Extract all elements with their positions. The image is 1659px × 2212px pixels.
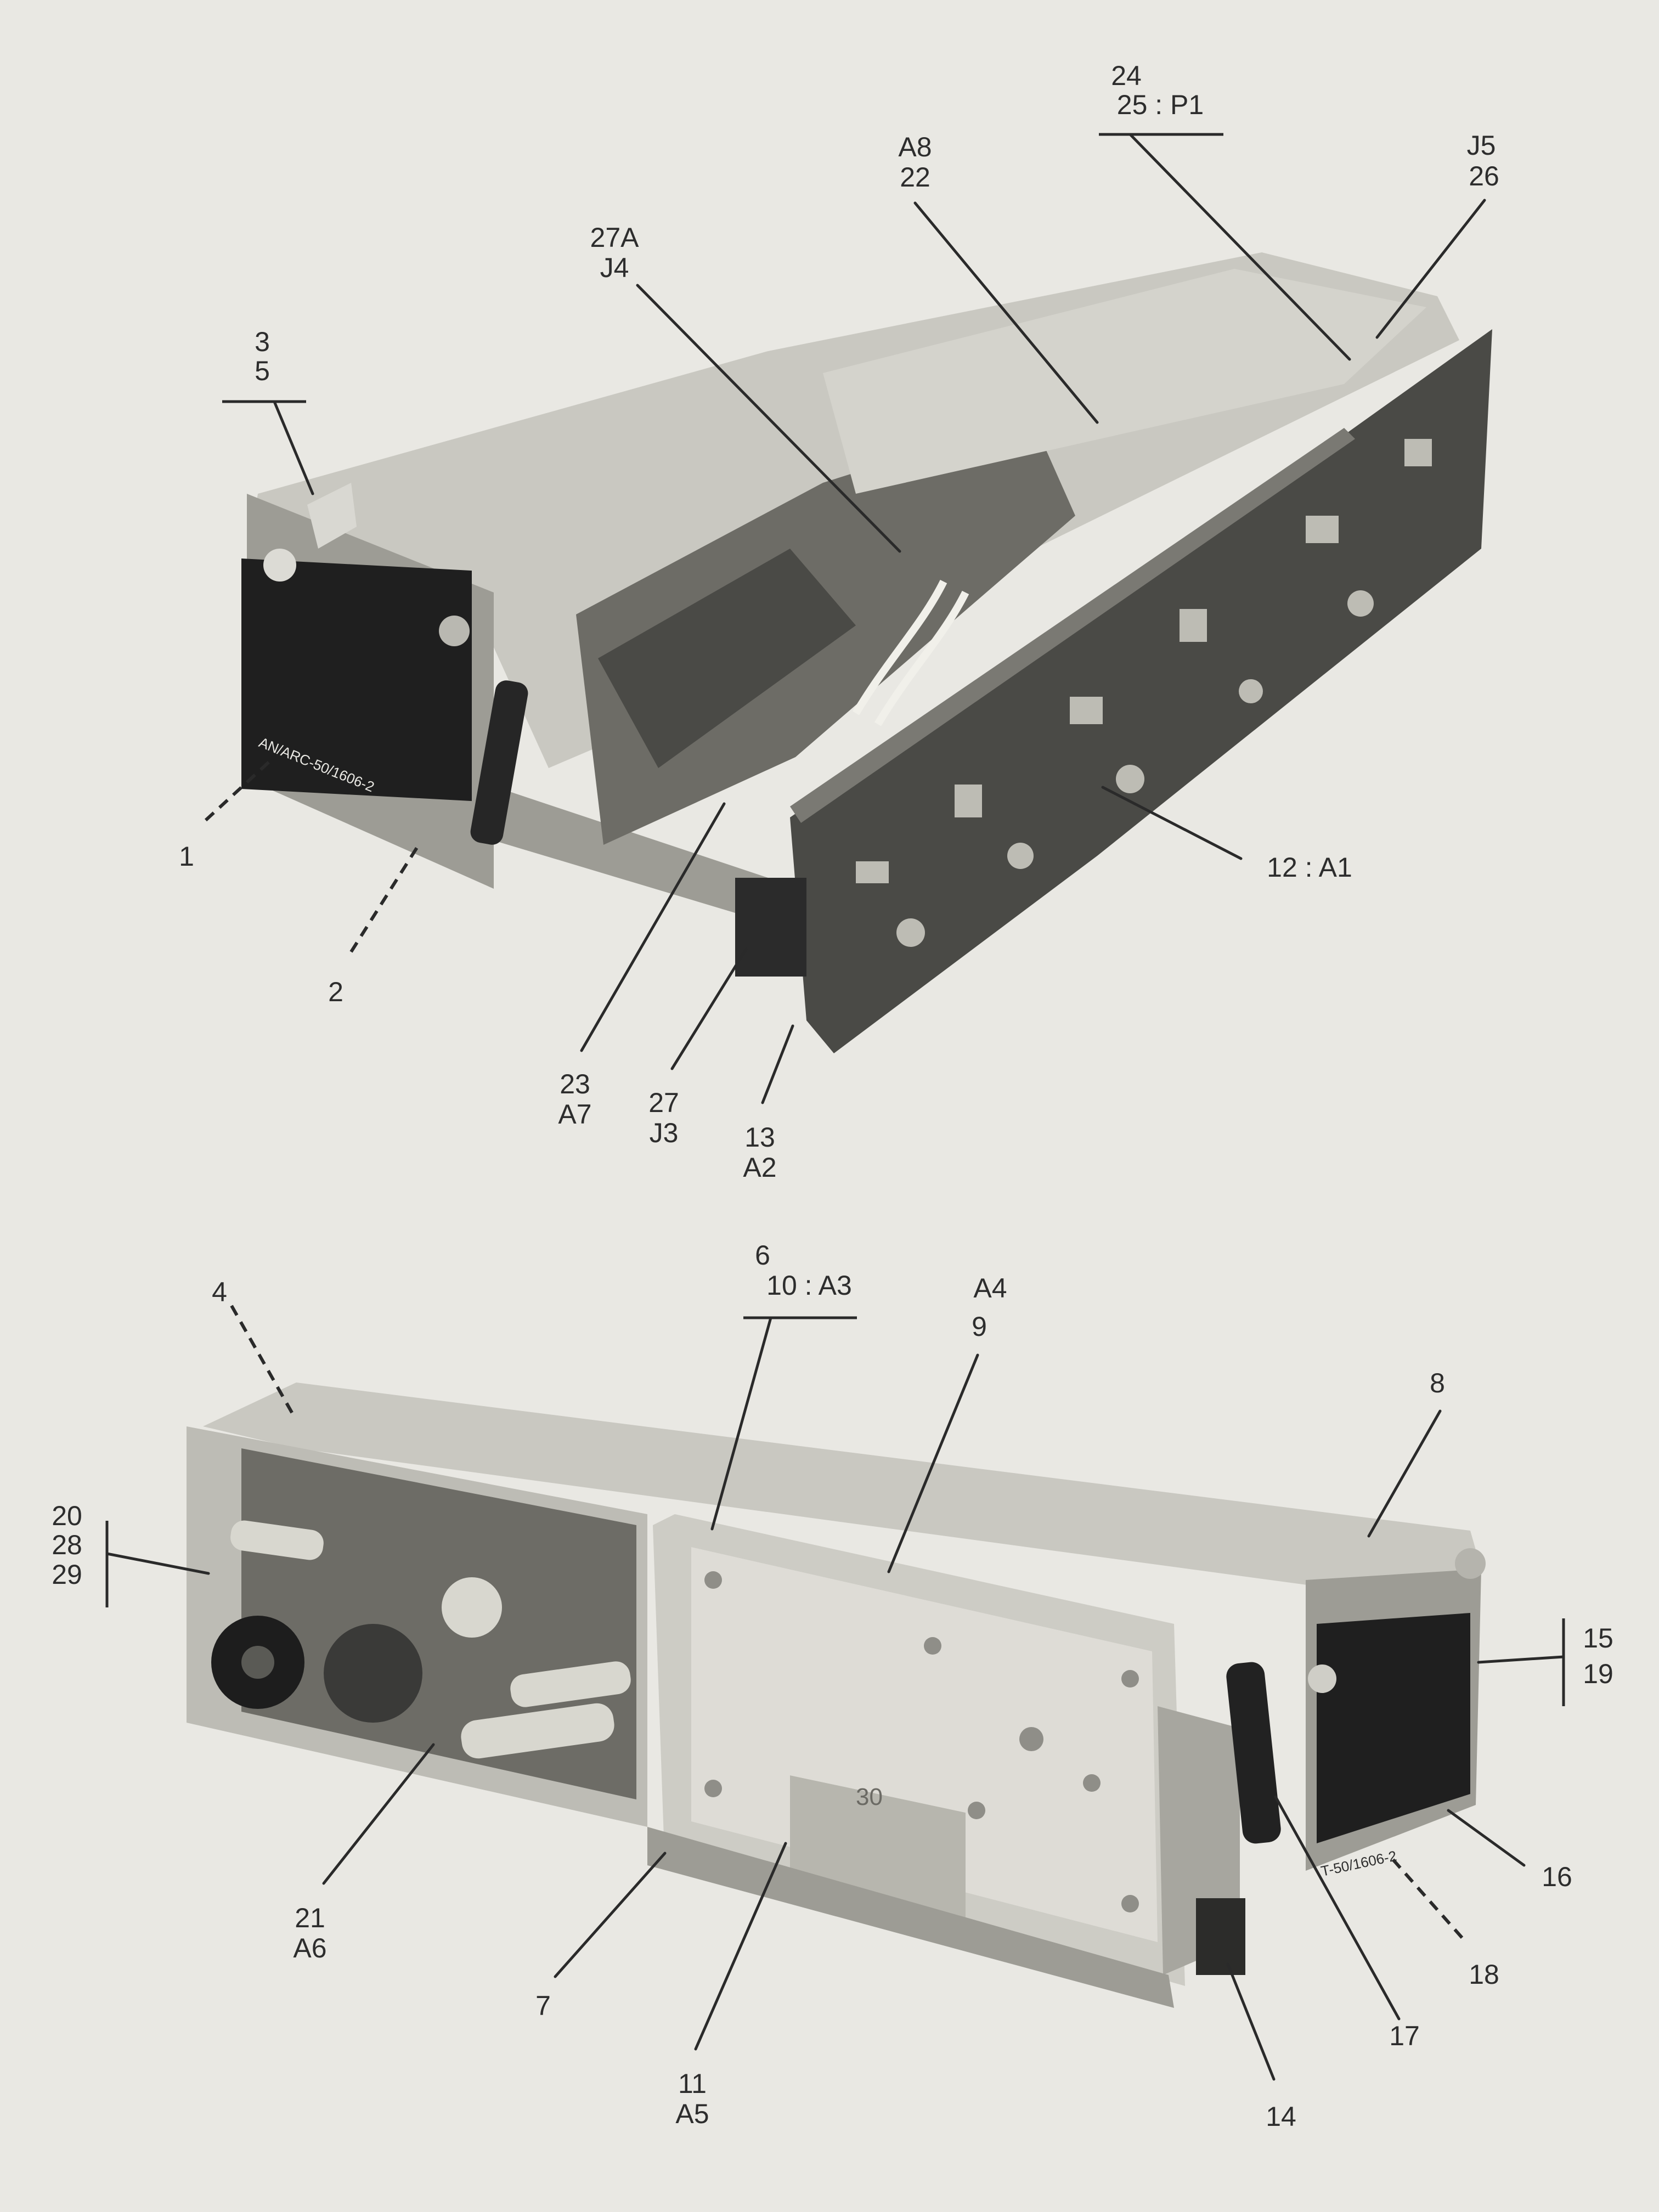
label-a4: A4 — [973, 1273, 1007, 1304]
label-15: 15 — [1583, 1623, 1613, 1654]
top-unit-cable-bundle — [852, 579, 969, 726]
label-25-p1: 25 : P1 — [1117, 89, 1204, 120]
leader-4-hidden — [230, 1305, 295, 1417]
label-j5: J5 — [1467, 130, 1496, 161]
top-unit-corner-bracket — [307, 483, 357, 549]
leader-14 — [1226, 1962, 1276, 2081]
top-unit-interior-board — [598, 549, 856, 768]
label-2: 2 — [328, 977, 343, 1007]
leader-15-19 — [1477, 1655, 1565, 1664]
leader-24-25 — [1128, 133, 1351, 361]
label-21: 21 — [295, 1903, 325, 1933]
leader-11-a5 — [694, 1842, 787, 2051]
leader-3-5 — [273, 400, 314, 495]
top-unit-handle — [470, 680, 528, 845]
top-unit-panel-screw — [439, 616, 470, 646]
top-unit-connector-j3 — [735, 878, 806, 977]
leader-18-hidden — [1389, 1856, 1464, 1939]
label-11: 11 — [678, 2068, 707, 2099]
label-6: 6 — [755, 1240, 770, 1271]
label-22: 22 — [900, 162, 930, 193]
label-8: 8 — [1430, 1368, 1445, 1398]
label-24: 24 — [1111, 60, 1142, 91]
leader-20-28-29 — [105, 1552, 210, 1575]
leader-23-a7 — [580, 802, 726, 1052]
label-a6: A6 — [293, 1933, 326, 1963]
label-3: 3 — [255, 326, 270, 357]
leader-13-a2 — [761, 1024, 794, 1104]
label-13: 13 — [744, 1122, 775, 1153]
leader-7 — [554, 1852, 667, 1978]
top-unit-board-a1-rail — [790, 428, 1355, 823]
label-27a: 27A — [590, 222, 640, 253]
label-4: 4 — [212, 1277, 227, 1307]
top-unit-bottom-rail — [472, 779, 801, 933]
leader-21-a6 — [322, 1743, 435, 1885]
bottom-unit-illustration: 30 T-50/1606-2 — [187, 1383, 1486, 2008]
leader-16 — [1447, 1809, 1526, 1867]
bottom-unit-chassis-top — [203, 1383, 1481, 1585]
label-26: 26 — [1469, 161, 1499, 191]
bottom-unit-panel-number: 30 — [856, 1784, 883, 1810]
bottom-unit-module-screws — [704, 1571, 1139, 1912]
label-a5: A5 — [675, 2098, 709, 2129]
bottom-unit-dial-right — [324, 1624, 422, 1723]
label-14: 14 — [1266, 2101, 1296, 2132]
leader-a4-9 — [887, 1353, 979, 1573]
top-unit-board-a1 — [790, 329, 1492, 1053]
leader-27a-j4 — [636, 284, 901, 553]
bottom-unit-panel-hole — [1308, 1664, 1336, 1693]
leader-lines — [105, 133, 1565, 2081]
label-j3: J3 — [650, 1118, 679, 1148]
leader-12-a1 — [1101, 786, 1243, 860]
top-unit-components — [856, 439, 1432, 947]
top-unit-front-panel — [241, 558, 472, 802]
bottom-unit-dial-left-center — [241, 1646, 274, 1679]
leader-1-hidden — [204, 755, 276, 822]
top-unit-illustration: AN/ARC-50/1606-2 — [241, 252, 1492, 1053]
bottom-unit-front-panel — [1317, 1613, 1470, 1843]
label-a7: A7 — [558, 1099, 591, 1130]
label-1: 1 — [179, 841, 194, 872]
label-29: 29 — [52, 1559, 82, 1590]
leader-2-hidden — [349, 847, 419, 953]
leader-17 — [1274, 1795, 1401, 2021]
bottom-unit-switch — [1196, 1898, 1245, 1975]
leader-j5-26 — [1375, 199, 1486, 339]
leader-27-j3 — [670, 947, 748, 1070]
label-10-a3: 10 : A3 — [766, 1270, 852, 1301]
label-20: 20 — [52, 1500, 82, 1531]
bottom-unit-capacitors — [230, 1520, 631, 1759]
label-j4: J4 — [600, 252, 629, 283]
label-17: 17 — [1389, 2021, 1420, 2051]
callout-labels: 3 5 1 2 27A J4 A8 22 24 25 : P1 J5 26 12… — [52, 60, 1613, 2132]
leader-6-10 — [710, 1316, 772, 1531]
bottom-unit-panel-screw — [1455, 1548, 1486, 1579]
label-5: 5 — [255, 356, 270, 386]
label-28: 28 — [52, 1530, 82, 1560]
top-unit-raised-cover — [823, 269, 1426, 494]
label-7: 7 — [535, 1990, 551, 2021]
label-12-a1: 12 : A1 — [1267, 852, 1352, 883]
label-16: 16 — [1542, 1861, 1572, 1892]
label-27: 27 — [648, 1087, 679, 1118]
label-a2: A2 — [743, 1152, 776, 1183]
bottom-unit-base-rail — [647, 1827, 1174, 2008]
label-a8: A8 — [898, 132, 932, 162]
label-18: 18 — [1469, 1959, 1499, 1990]
label-23: 23 — [560, 1069, 590, 1099]
leader-a8-22 — [913, 201, 1099, 424]
leader-8 — [1367, 1409, 1442, 1538]
top-unit-panel-hole — [263, 549, 296, 582]
label-9: 9 — [972, 1311, 987, 1342]
label-19: 19 — [1583, 1658, 1613, 1689]
bottom-unit-handle — [1226, 1662, 1281, 1844]
